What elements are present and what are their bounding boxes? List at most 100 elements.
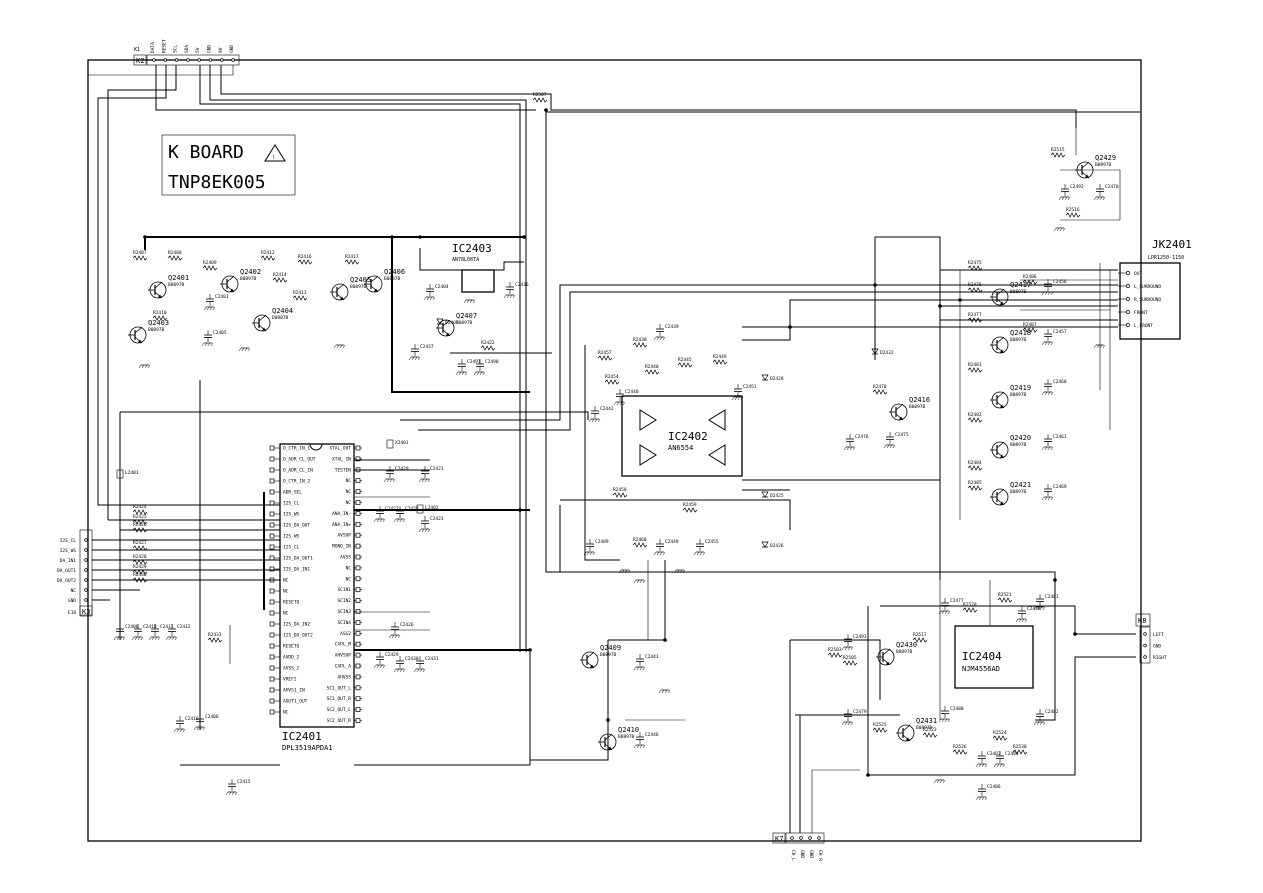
k3-pin-label: I2S_CL [60, 538, 77, 544]
r2416-label: R2416 [298, 254, 312, 260]
r2410-label: R2410 [153, 310, 167, 316]
ic2401-pin-label: SCIN2 [337, 598, 351, 604]
k2-pin-label: SCL [173, 45, 179, 53]
q2402-part: B0897B [240, 276, 257, 282]
l2401-part: L2401 [116, 469, 139, 479]
k2-pin-label: 9V [218, 47, 224, 53]
r2516-label: R2516 [1066, 207, 1080, 213]
r2477-resistor: R2477 [967, 312, 983, 323]
ic2401-pin-label: O_ADR_CL_OUT [283, 457, 316, 463]
d2425-label: D2425 [770, 493, 784, 499]
c2480-capacitor: C2480 [938, 705, 964, 723]
c2426-label: C2426 [400, 622, 414, 628]
q2410-part: B0897B [618, 734, 635, 740]
ic2401-pin-label: I2S_DA_IN2 [283, 622, 310, 628]
ground-icon [238, 347, 251, 352]
ic2404-ref: IC2404 [962, 650, 1002, 663]
c2431-label: C2431 [425, 656, 439, 662]
ic2401-pin-label: NC [283, 710, 289, 716]
q2407-label: Q2407 [456, 312, 477, 320]
jk-pin-label: OUT [1134, 271, 1142, 277]
svg-text:K7: K7 [775, 835, 783, 843]
k2-pin-label: GND [207, 45, 213, 53]
q2407-part: B0897B [456, 320, 473, 326]
svg-text:K3: K3 [82, 608, 90, 616]
junction-dot [938, 304, 942, 308]
c2410-capacitor: C2410 [131, 623, 157, 641]
c2457-capacitor: C2457 [1041, 328, 1067, 346]
connector-k3: K3 E10 [68, 529, 93, 617]
d2425-diode: D2425 [761, 491, 784, 499]
r2428-resistor: R2428 [132, 554, 148, 565]
r2414-label: R2414 [273, 272, 287, 278]
x2401-label: X2401 [395, 440, 409, 446]
c2426-capacitor: C2426 [388, 621, 414, 639]
c2423-label: C2423 [430, 516, 444, 522]
r2526-resistor: R2526 [952, 744, 968, 755]
d2407-label: D2407 [445, 320, 459, 326]
r2521-label: R2521 [998, 592, 1012, 598]
ic2401-pin-label: AOUT1_OUT [283, 699, 308, 705]
q2402-label: Q2402 [240, 268, 261, 276]
connector-k7: K7 [772, 832, 825, 844]
ic2401-pin-label: AHVSUP [335, 653, 352, 659]
c2481-capacitor: C2481 [1033, 593, 1059, 611]
c2420-capacitor: C2420 [383, 465, 409, 483]
r2445-label: R2445 [678, 357, 692, 363]
junction-dot [518, 508, 522, 512]
r2413-label: R2413 [293, 290, 307, 296]
ic2401-pin-label: CAPL_M [335, 642, 352, 648]
c2446-label: C2446 [645, 732, 659, 738]
junction-dot [958, 298, 962, 302]
ground-icon [658, 689, 671, 694]
c2420-label: C2420 [395, 466, 409, 472]
c2461-label: C2461 [1053, 434, 1067, 440]
r2412-resistor: R2412 [260, 250, 276, 261]
r2486-resistor: R2486 [1022, 274, 1038, 285]
c2479-capacitor: C2479 [841, 708, 867, 726]
r2507-resistor: R2507 [532, 92, 548, 103]
c2439-capacitor: C2439 [653, 323, 679, 341]
c2484-label: C2484 [1005, 751, 1019, 757]
ic2401-pin-label: NC [283, 611, 289, 617]
r2426-label: R2426 [133, 522, 147, 528]
c2478-capacitor: C2478 [1015, 605, 1041, 623]
ic2401-pin-label: MONO_IN [332, 544, 351, 550]
q2430-label: Q2430 [896, 641, 917, 649]
c2461-capacitor: C2461 [1041, 433, 1067, 451]
q2405-part: B0897B [350, 284, 367, 290]
ic2401-pin-label: TESTEN [335, 467, 352, 473]
ic2401-pin-label: I2S_DA_OUT2 [283, 633, 313, 639]
c2478-label: C2478 [1027, 606, 1041, 612]
ic2401-pin-label: RESETQ [283, 600, 300, 606]
c2492-capacitor: C2492 [1058, 183, 1084, 201]
r2485-label: R2485 [968, 480, 982, 486]
c2460-capacitor: C2460 [1041, 378, 1067, 396]
k7-pin-label: GND [808, 850, 814, 858]
r2407-resistor: R2407 [132, 250, 148, 261]
k3-pin-label: DA_OUT2 [57, 578, 76, 584]
r2409-resistor: R2409 [202, 260, 218, 271]
junction-dot [390, 235, 394, 239]
ground-icon [633, 579, 646, 584]
c2437-label: C2437 [420, 344, 434, 350]
c2475-label: C2475 [895, 432, 909, 438]
q2404-label: Q2404 [272, 307, 293, 315]
c2441-capacitor: C2441 [633, 653, 659, 671]
c2416-label: C2416 [185, 716, 199, 722]
c2416-capacitor: C2416 [173, 715, 199, 733]
r2503-label: R2503 [828, 647, 842, 653]
ic2401-pin-label: AHVSS [337, 674, 351, 680]
r2454-resistor: R2454 [604, 374, 620, 385]
r2520-resistor: R2520 [962, 602, 978, 613]
c2404-capacitor: C2404 [423, 283, 449, 301]
ic2401-pin-label: NC [283, 589, 289, 595]
r2481-label: R2481 [968, 362, 982, 368]
ic2401-pin-label: AVSS_2 [283, 666, 300, 672]
ic2401-pin-label: SCIN4 [337, 620, 351, 626]
